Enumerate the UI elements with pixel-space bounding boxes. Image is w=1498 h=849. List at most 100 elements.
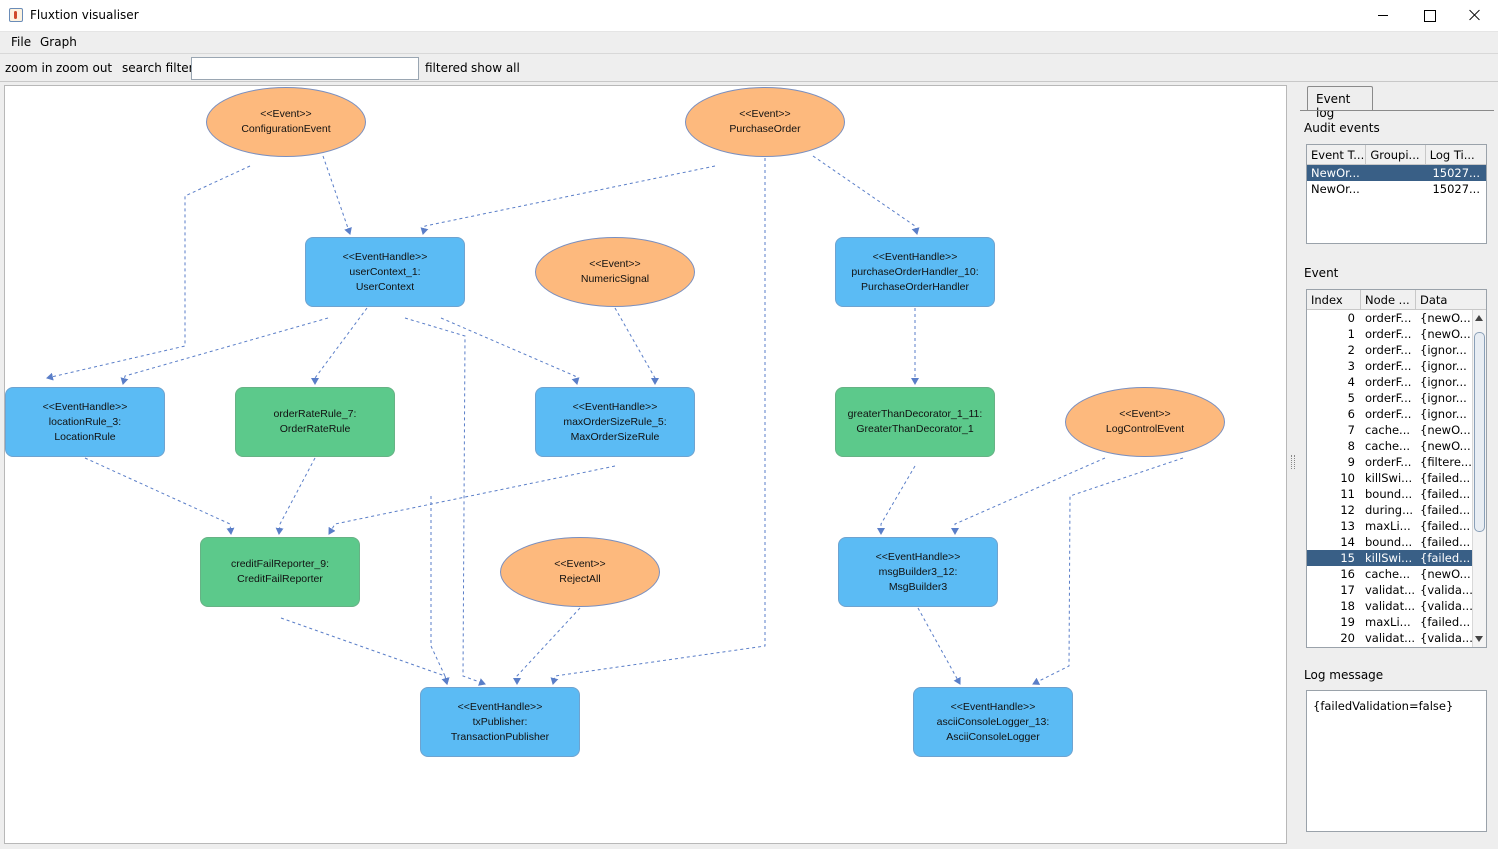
rule-node-order-rate-rule[interactable]: orderRateRule_7:OrderRateRule (235, 387, 395, 457)
table-cell: validat... (1365, 583, 1416, 597)
graph-canvas[interactable]: <<Event>>ConfigurationEvent <<Event>>Pur… (4, 85, 1287, 844)
audit-col-grouping[interactable]: Groupi... (1366, 145, 1426, 164)
window-title: Fluxtion visualiser (30, 8, 139, 22)
table-cell: {newO... (1420, 327, 1471, 341)
tab-event-log[interactable]: Event log (1307, 86, 1373, 120)
split-pane-divider[interactable] (1290, 85, 1298, 844)
audit-col-event-type[interactable]: Event T... (1307, 145, 1367, 164)
handler-node-location-rule[interactable]: <<EventHandle>>locationRule_3:LocationRu… (5, 387, 165, 457)
handler-node-user-context[interactable]: <<EventHandle>>userContext_1:UserContext (305, 237, 465, 307)
table-cell: {ignor... (1420, 407, 1467, 421)
close-icon[interactable] (1452, 0, 1498, 31)
event-col-data[interactable]: Data (1420, 293, 1448, 307)
handler-node-purchase-order-handler[interactable]: <<EventHandle>>purchaseOrderHandler_10:P… (835, 237, 995, 307)
menu-graph[interactable]: Graph (40, 35, 77, 49)
log-message-area[interactable]: {failedValidation=false} (1306, 690, 1487, 832)
maximize-icon[interactable] (1406, 0, 1452, 31)
graph-edge (440, 317, 580, 385)
table-cell: orderF... (1365, 343, 1412, 357)
table-cell: orderF... (1365, 375, 1412, 389)
search-filter-input[interactable] (191, 57, 419, 80)
event-node-configuration-event[interactable]: <<Event>>ConfigurationEvent (206, 87, 366, 157)
graph-edge (513, 607, 581, 685)
node-label-line: <<EventHandle>> (875, 550, 961, 563)
zoom-in-button[interactable]: zoom in (5, 61, 53, 75)
table-cell: 10 (1340, 471, 1355, 485)
table-cell: {failed... (1420, 471, 1471, 485)
table-row[interactable]: NewOr...15027... (1307, 181, 1486, 197)
table-cell: 3 (1347, 359, 1355, 373)
node-label-line: <<EventHandle>> (42, 400, 128, 413)
event-col-index[interactable]: Index (1307, 290, 1361, 309)
table-cell: validat... (1365, 599, 1416, 613)
node-label-line: greaterThanDecorator_1_11: (847, 408, 983, 420)
scroll-thumb[interactable] (1474, 332, 1485, 532)
handler-node-ascii-console-logger[interactable]: <<EventHandle>>asciiConsoleLogger_13:Asc… (913, 687, 1073, 757)
table-cell: 13 (1340, 519, 1355, 533)
event-label: Event (1304, 266, 1339, 280)
event-log-panel: Event log Audit events Event T... Groupi… (1298, 84, 1494, 846)
scroll-up-icon[interactable] (1475, 315, 1483, 321)
filtered-button[interactable]: filtered (425, 61, 468, 75)
table-cell: {newO... (1420, 439, 1471, 453)
audit-events-label: Audit events (1304, 121, 1380, 135)
show-all-button[interactable]: show all (471, 61, 520, 75)
rule-node-credit-fail-reporter[interactable]: creditFailReporter_9:CreditFailReporter (200, 537, 360, 607)
graph-edge (550, 158, 766, 685)
event-node-purchase-order[interactable]: <<Event>>PurchaseOrder (685, 87, 845, 157)
handler-node-tx-publisher[interactable]: <<EventHandle>>txPublisher:TransactionPu… (420, 687, 580, 757)
table-cell: orderF... (1365, 407, 1412, 421)
table-row[interactable]: NewOr...15027... (1307, 165, 1486, 181)
table-cell: 14 (1340, 535, 1355, 549)
handler-node-max-order-size-rule[interactable]: <<EventHandle>>maxOrderSizeRule_5:MaxOrd… (535, 387, 695, 457)
node-label-line: <<EventHandle>> (457, 700, 543, 713)
menu-file[interactable]: File (11, 35, 32, 49)
zoom-out-button[interactable]: zoom out (56, 61, 113, 75)
event-col-node[interactable]: Node ... (1361, 290, 1416, 309)
scroll-down-icon[interactable] (1475, 636, 1483, 642)
audit-events-table[interactable]: Event T... Groupi... Log Ti... NewOr...1… (1306, 144, 1487, 244)
table-cell: 11 (1340, 487, 1355, 501)
event-node-reject-all[interactable]: <<Event>>RejectAll (500, 537, 660, 607)
rule-node-greater-than-decorator[interactable]: greaterThanDecorator_1_11:GreaterThanDec… (835, 387, 995, 457)
table-cell: {ignor... (1420, 375, 1467, 389)
event-table-scrollbar[interactable] (1472, 310, 1486, 647)
table-cell: 18 (1340, 599, 1355, 613)
graph-edge (404, 317, 486, 686)
node-label-line: <<Event>> (260, 108, 312, 120)
event-node-numeric-signal[interactable]: <<Event>>NumericSignal (535, 237, 695, 307)
table-cell: {ignor... (1420, 359, 1467, 373)
handler-node-msg-builder[interactable]: <<EventHandle>>msgBuilder3_12:MsgBuilder… (838, 537, 998, 607)
table-cell: 17 (1340, 583, 1355, 597)
audit-col-log-time[interactable]: Log Ti... (1429, 148, 1475, 162)
graph-edge (311, 307, 368, 385)
node-label-line: LogControlEvent (1105, 423, 1185, 435)
node-label-line: <<EventHandle>> (572, 400, 658, 413)
event-node-log-control-event[interactable]: <<Event>>LogControlEvent (1065, 387, 1225, 457)
table-cell: 15027... (1432, 182, 1480, 196)
minimize-icon[interactable] (1360, 0, 1406, 31)
table-cell: {ignor... (1420, 391, 1467, 405)
